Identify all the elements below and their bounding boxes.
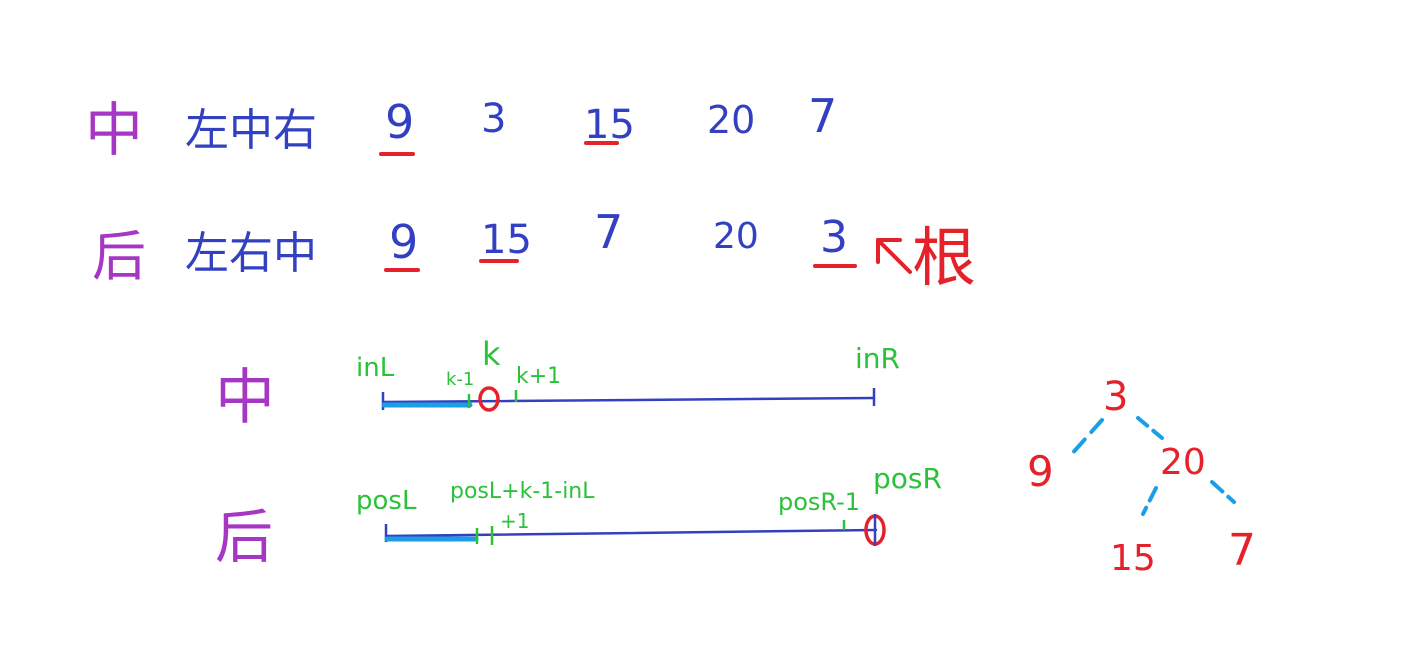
tree-node-right-left: 15 xyxy=(1110,538,1156,579)
inorder-start-label: inL xyxy=(356,353,395,383)
postorder-value-5: 3 xyxy=(820,212,848,263)
inorder-value-2: 3 xyxy=(481,96,506,142)
postorder-value-2: 15 xyxy=(481,217,532,263)
postorder-range: 后 posL posL+k-1-inL +1 posR-1 posR xyxy=(215,462,942,571)
inorder-value-5: 7 xyxy=(808,89,837,143)
inorder-range-label: 中 xyxy=(215,363,275,433)
inorder-k-node xyxy=(478,386,500,412)
inorder-value-4: 20 xyxy=(707,98,755,142)
inorder-order-text: 左中右 xyxy=(185,105,317,156)
tree-edge-root-left xyxy=(1068,418,1104,458)
tree-node-left: 9 xyxy=(1027,447,1054,496)
postorder-value-1: 9 xyxy=(389,215,418,269)
postorder-value-4: 20 xyxy=(713,216,759,257)
tree-node-root: 3 xyxy=(1103,374,1128,420)
tree-node-right: 20 xyxy=(1160,442,1206,483)
postorder-split-plus-label: +1 xyxy=(500,509,529,533)
inorder-label: 中 xyxy=(85,96,143,164)
postorder-end-label: posR xyxy=(873,462,942,495)
inorder-range-line xyxy=(381,396,876,404)
tree-edge-right-left xyxy=(1141,486,1158,516)
tree-edge-root-right xyxy=(1136,416,1164,440)
root-note: 根 xyxy=(912,222,976,296)
postorder-before-end-label: posR-1 xyxy=(778,488,860,516)
inorder-k-plus-label: k+1 xyxy=(516,364,561,389)
inorder-end-label: inR xyxy=(855,342,900,375)
postorder-label: 后 xyxy=(92,225,146,288)
postorder-order-text: 左右中 xyxy=(185,228,317,279)
inorder-k-label: k xyxy=(482,335,501,373)
root-arrow-icon xyxy=(876,238,912,274)
inorder-value-3: 15 xyxy=(584,102,635,148)
tree-edge-right-right xyxy=(1210,480,1236,504)
postorder-split-label: posL+k-1-inL xyxy=(450,479,595,504)
inorder-k-minus-label: k-1 xyxy=(446,369,474,390)
postorder-range-label: 后 xyxy=(215,503,273,571)
tree-node-right-right: 7 xyxy=(1228,525,1256,576)
inorder-range: 中 inL k-1 k k+1 inR xyxy=(215,335,900,433)
postorder-start-label: posL xyxy=(356,486,417,516)
postorder-range-line xyxy=(384,528,878,538)
binary-tree: 3 9 20 15 7 xyxy=(1027,374,1256,579)
inorder-value-1: 9 xyxy=(385,95,414,149)
postorder-value-3: 7 xyxy=(594,205,623,259)
postorder-sequence-row: 后 左右中 9 15 7 20 3 根 xyxy=(92,205,976,296)
inorder-sequence-row: 中 左中右 9 3 15 20 7 xyxy=(85,89,837,164)
